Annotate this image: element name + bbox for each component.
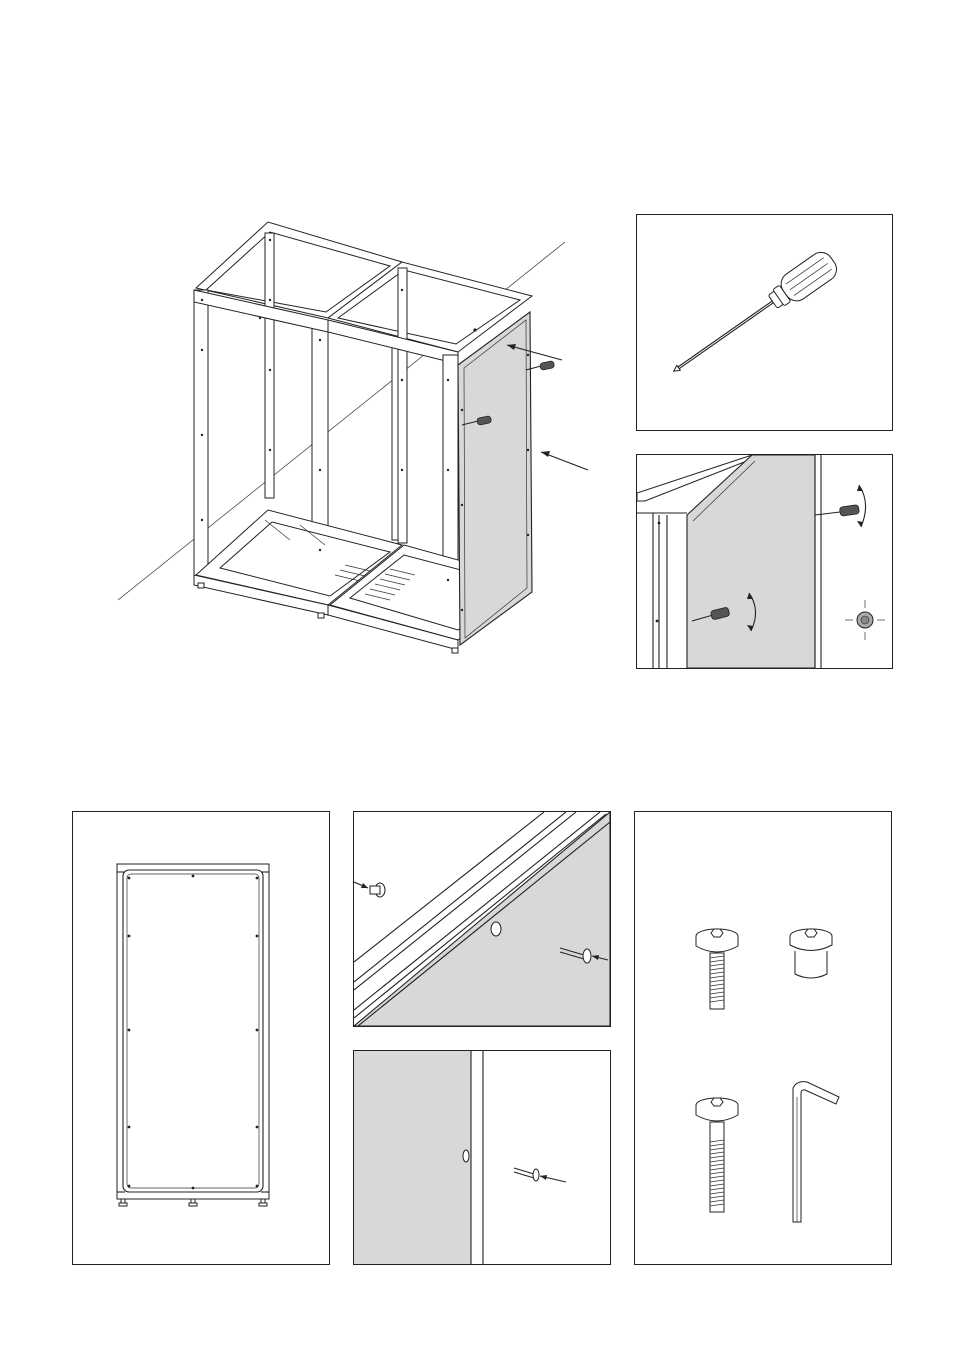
panel-front-view — [72, 811, 330, 1265]
hex-allen-key-icon — [793, 1082, 839, 1222]
bolt-corner-detail-panel — [353, 811, 611, 1027]
hardware-panel — [634, 811, 892, 1265]
bolt-side-detail-panel — [353, 1050, 611, 1265]
barrel-nut-icon — [790, 929, 832, 978]
connector-bolt-extra-long-icon — [696, 1098, 738, 1212]
phillips-screwdriver-icon — [637, 215, 892, 430]
connector-bolt-icon — [514, 1168, 566, 1182]
main-assembly-illustration — [110, 215, 610, 665]
grey-side-panel — [458, 312, 532, 645]
foot-icon — [119, 1199, 267, 1206]
connector-bolt-long-icon — [696, 929, 738, 1009]
grey-side-panel — [687, 455, 815, 668]
grey-side-panel — [354, 1051, 471, 1264]
screw-hole-target-icon — [845, 600, 885, 640]
tool-panel — [636, 214, 893, 431]
rotation-arrow-icon — [859, 485, 866, 527]
grey-side-panel — [354, 812, 610, 1026]
screw-detail-panel — [636, 454, 893, 669]
barrel-nut-icon — [354, 882, 385, 897]
screwdriver-icon — [815, 505, 859, 517]
left-cabinet-frame — [194, 222, 402, 618]
arrow-icon — [541, 451, 588, 470]
